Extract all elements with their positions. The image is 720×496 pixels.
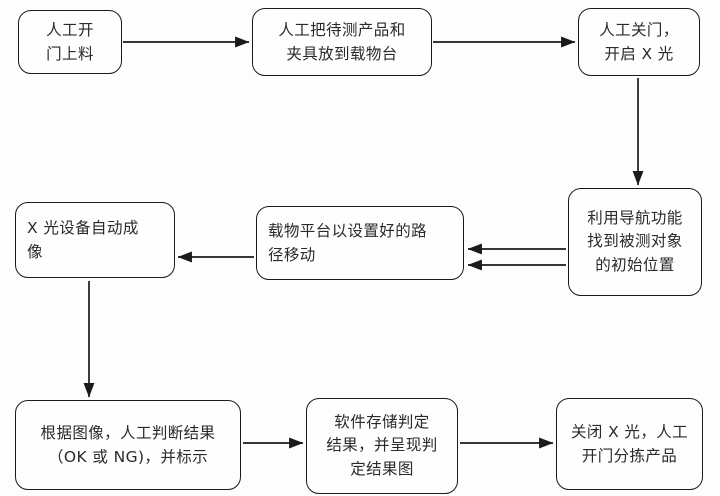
node-label: 关闭 X 光，人工 开门分拣产品 xyxy=(570,422,689,465)
process-node-software-store-result[interactable]: 软件存储判定 结果，并呈现判 定结果图 xyxy=(306,398,458,494)
process-node-place-product-fixture[interactable]: 人工把待测产品和 夹具放到载物台 xyxy=(252,8,432,76)
node-label: X 光设备自动成 像 xyxy=(27,218,139,261)
process-node-navigate-find-initial-position[interactable]: 利用导航功能 找到被测对象 的初始位置 xyxy=(568,188,702,296)
process-node-close-door-start-xray[interactable]: 人工关门， 开启 X 光 xyxy=(578,8,700,76)
process-node-close-xray-sort-product[interactable]: 关闭 X 光，人工 开门分拣产品 xyxy=(556,398,703,490)
node-label: 人工开 门上料 xyxy=(46,20,94,63)
process-node-manual-open-door-load[interactable]: 人工开 门上料 xyxy=(18,10,122,74)
node-label: 载物平台以设置好的路 径移动 xyxy=(268,221,428,264)
node-label: 根据图像，人工判断结果 （OK 或 NG)，并标示 xyxy=(40,423,216,466)
process-node-manual-judge-result[interactable]: 根据图像，人工判断结果 （OK 或 NG)，并标示 xyxy=(15,400,241,490)
process-node-xray-auto-imaging[interactable]: X 光设备自动成 像 xyxy=(15,202,175,278)
node-label: 利用导航功能 找到被测对象 的初始位置 xyxy=(587,209,683,274)
node-label: 软件存储判定 结果，并呈现判 定结果图 xyxy=(326,413,438,478)
node-label: 人工关门， 开启 X 光 xyxy=(599,20,679,63)
node-label: 人工把待测产品和 夹具放到载物台 xyxy=(278,20,406,63)
process-node-stage-moves-path[interactable]: 载物平台以设置好的路 径移动 xyxy=(256,206,464,280)
